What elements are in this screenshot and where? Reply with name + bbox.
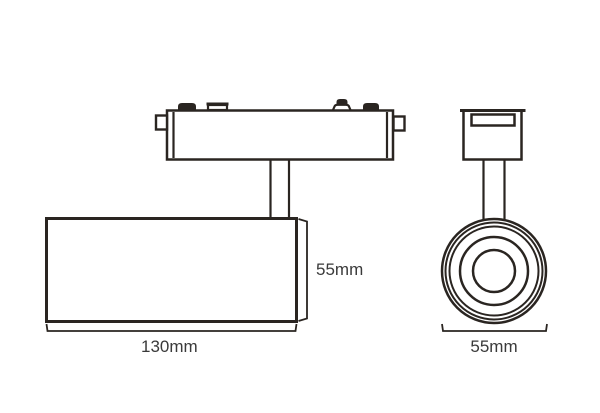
contact-bump-4 bbox=[363, 103, 379, 110]
bezel-ring-inner bbox=[448, 225, 540, 317]
track-adapter-front bbox=[460, 109, 526, 161]
contact-bump-1 bbox=[178, 103, 196, 110]
dim-line-body-width bbox=[45, 323, 298, 332]
contact-clip-2 bbox=[206, 102, 229, 112]
bezel-ring-mid bbox=[444, 221, 544, 321]
track-adapter-side bbox=[154, 99, 406, 161]
mounting-tab-right bbox=[392, 115, 406, 132]
front-view bbox=[440, 109, 548, 332]
dim-line-head-width bbox=[441, 323, 548, 332]
contact-button-3 bbox=[331, 99, 352, 111]
adapter-outline bbox=[165, 109, 395, 161]
dim-label-head-width: 55mm bbox=[470, 337, 518, 356]
adapter-front-slot bbox=[470, 113, 516, 127]
dim-label-body-width: 130mm bbox=[141, 337, 198, 356]
lens-circle bbox=[471, 248, 517, 294]
dim-bracket-body-height bbox=[298, 218, 308, 322]
dim-label-body-height: 55mm bbox=[316, 260, 364, 279]
lamp-body-side bbox=[45, 217, 298, 323]
stem-front bbox=[482, 159, 506, 230]
stem-side bbox=[269, 159, 291, 219]
reflector-ring bbox=[458, 235, 530, 307]
mounting-tab-left bbox=[154, 114, 169, 131]
bezel-ring-outer bbox=[440, 217, 548, 325]
side-view bbox=[45, 99, 406, 332]
lamp-face-circles bbox=[440, 217, 548, 325]
